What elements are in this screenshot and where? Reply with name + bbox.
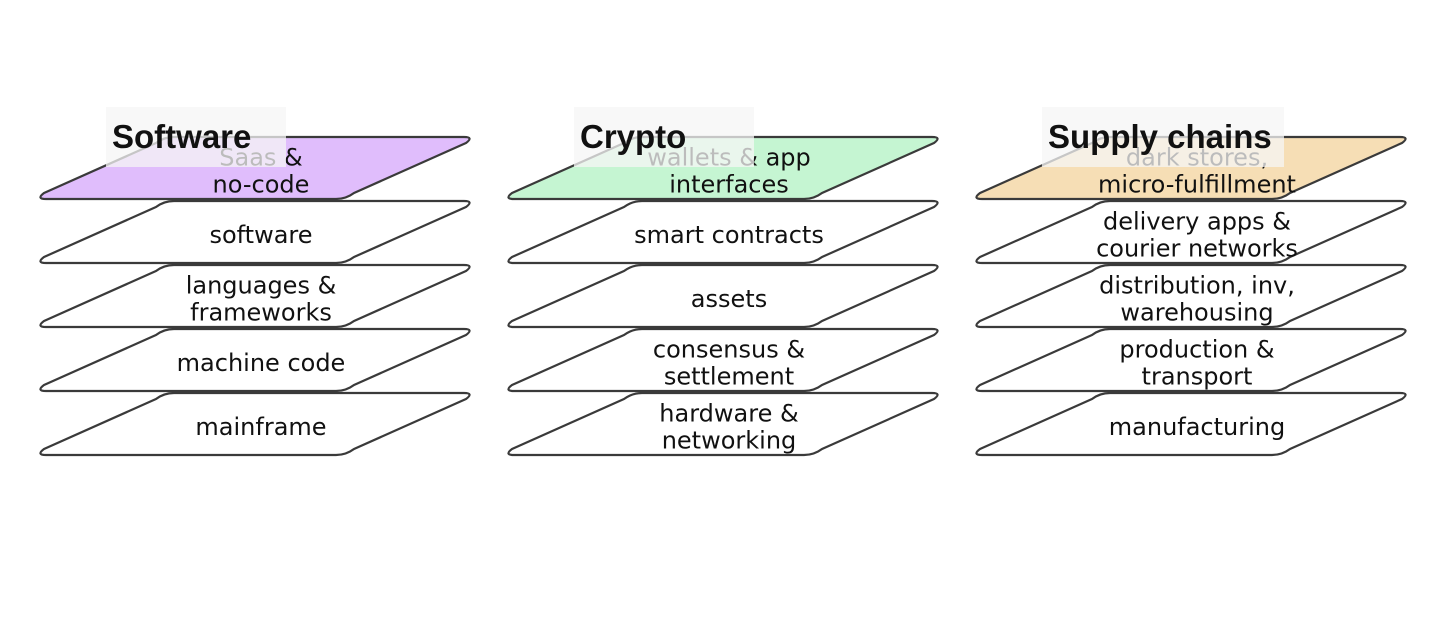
layer-label: frameworks xyxy=(190,299,332,327)
layer-slab xyxy=(975,199,1407,265)
stack-title: Supply chains xyxy=(1048,118,1272,155)
stack-crypto: hardware &networking consensus &settlemen… xyxy=(507,107,939,457)
layer-label: consensus & xyxy=(653,336,805,364)
stack-title-tab xyxy=(106,107,286,167)
layer-slab xyxy=(975,263,1407,329)
layer-slab xyxy=(507,263,939,329)
layer-label: machine code xyxy=(177,349,346,377)
layer-slab xyxy=(507,199,939,265)
layer-label: assets xyxy=(691,285,767,313)
layer-label: interfaces xyxy=(669,171,789,199)
layer-label: delivery apps & xyxy=(1103,208,1291,236)
layer-slab xyxy=(39,199,471,265)
layer-label: software xyxy=(209,221,312,249)
layer-label: hardware & xyxy=(659,400,798,428)
layer-label: languages & xyxy=(186,272,337,300)
layer-label: micro-fulfillment xyxy=(1098,171,1296,199)
stack-title: Crypto xyxy=(580,118,686,155)
layer-label: settlement xyxy=(664,363,794,391)
layer-label: warehousing xyxy=(1120,299,1273,327)
layer-slab xyxy=(507,391,939,457)
layer-slab xyxy=(975,391,1407,457)
layer-label: transport xyxy=(1142,363,1253,391)
layer-label: no-code xyxy=(213,171,310,199)
stack-software: mainframe machine code languages &framewor… xyxy=(39,107,471,457)
layer-slab xyxy=(39,391,471,457)
layer-slab xyxy=(507,327,939,393)
layer-label: mainframe xyxy=(195,413,326,441)
layer-label: smart contracts xyxy=(634,221,824,249)
stack-supply-chains: manufacturing production &transport distri… xyxy=(975,107,1407,457)
layer-slab xyxy=(975,327,1407,393)
layer-label: manufacturing xyxy=(1109,413,1285,441)
stack-title-tab xyxy=(574,107,754,167)
layer-label: networking xyxy=(662,427,797,455)
layer-slab xyxy=(39,263,471,329)
layer-label: production & xyxy=(1119,336,1274,364)
layer-slab xyxy=(39,327,471,393)
stack-title: Software xyxy=(112,118,251,155)
layer-label: distribution, inv, xyxy=(1099,272,1295,300)
layer-label: courier networks xyxy=(1096,235,1298,263)
stack-title-tab xyxy=(1042,107,1284,167)
